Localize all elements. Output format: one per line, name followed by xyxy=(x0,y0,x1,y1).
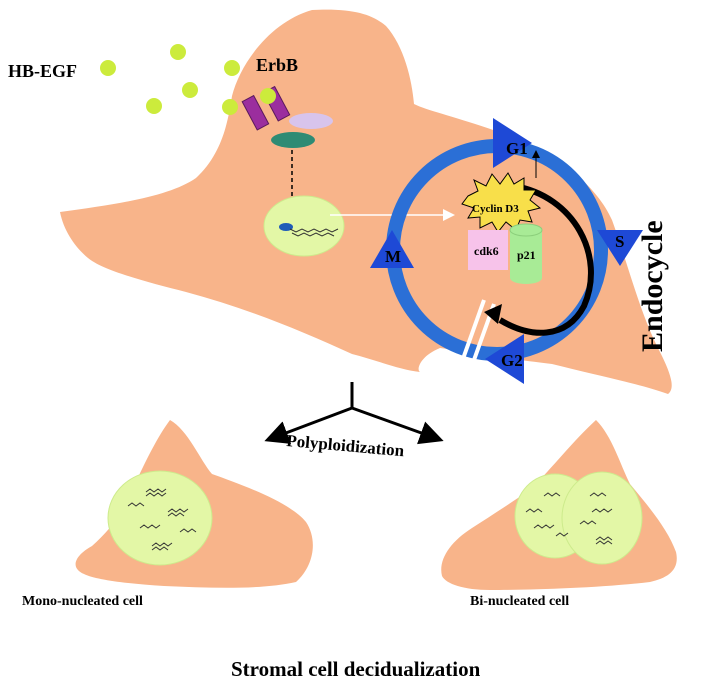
erbb-receptor xyxy=(241,85,291,131)
cycle-progress-arrow xyxy=(498,183,594,336)
cdk6-box xyxy=(468,230,508,270)
cycle-break-bar xyxy=(452,299,486,385)
cycle-progress-arrowhead xyxy=(484,304,502,324)
hb-egf-ligands xyxy=(100,44,240,115)
ligand-dot xyxy=(222,99,238,115)
cyclin-d3-label: Cyclin D3 xyxy=(472,203,519,215)
s-phase-marker xyxy=(597,230,643,266)
cdk6-label: cdk6 xyxy=(474,244,499,258)
hb-egf-label: HB-EGF xyxy=(8,61,77,81)
dna-binding-spot xyxy=(279,223,293,231)
ligand-dot xyxy=(224,60,240,76)
mono-nucleus xyxy=(107,470,213,566)
cyclin-d3-star xyxy=(461,172,542,233)
polyploidization-branch xyxy=(264,382,444,445)
ligand-dot xyxy=(170,44,186,60)
erbb-label: ErbB xyxy=(256,55,298,75)
ligand-dot xyxy=(146,98,162,114)
m-phase-marker xyxy=(370,230,414,268)
figure-title: Stromal cell decidualization xyxy=(231,657,481,681)
chromosome-group xyxy=(525,492,613,545)
stromal-cell-main xyxy=(60,9,672,394)
dna-strand xyxy=(291,232,335,237)
g1-phase-marker xyxy=(493,118,532,168)
bi-nucleated-cell-label: Bi-nucleated cell xyxy=(470,594,569,609)
cycle-break-bar xyxy=(462,303,496,389)
g2-phase-marker xyxy=(485,334,524,384)
bi-nucleus-right xyxy=(561,471,643,565)
phase-label-s: S xyxy=(615,232,624,251)
p21-cylinder xyxy=(509,223,543,284)
mono-nucleated-cell-label: Mono-nucleated cell xyxy=(22,594,143,609)
adaptor-protein-oval xyxy=(289,113,333,129)
endocycle-label: Endocycle xyxy=(636,220,669,352)
polyploidization-label: Polyploidization xyxy=(286,431,406,460)
dna-strand xyxy=(289,228,339,233)
p21-label: p21 xyxy=(517,248,536,262)
phase-label-g2: G2 xyxy=(501,351,523,370)
phase-label-g1: G1 xyxy=(506,139,528,158)
nucleus-main xyxy=(263,195,345,257)
chromosome-group xyxy=(127,488,197,551)
ligand-dot xyxy=(100,60,116,76)
adaptor-protein-disc xyxy=(271,132,315,148)
ligand-dot xyxy=(182,82,198,98)
phase-label-m: M xyxy=(385,247,401,266)
